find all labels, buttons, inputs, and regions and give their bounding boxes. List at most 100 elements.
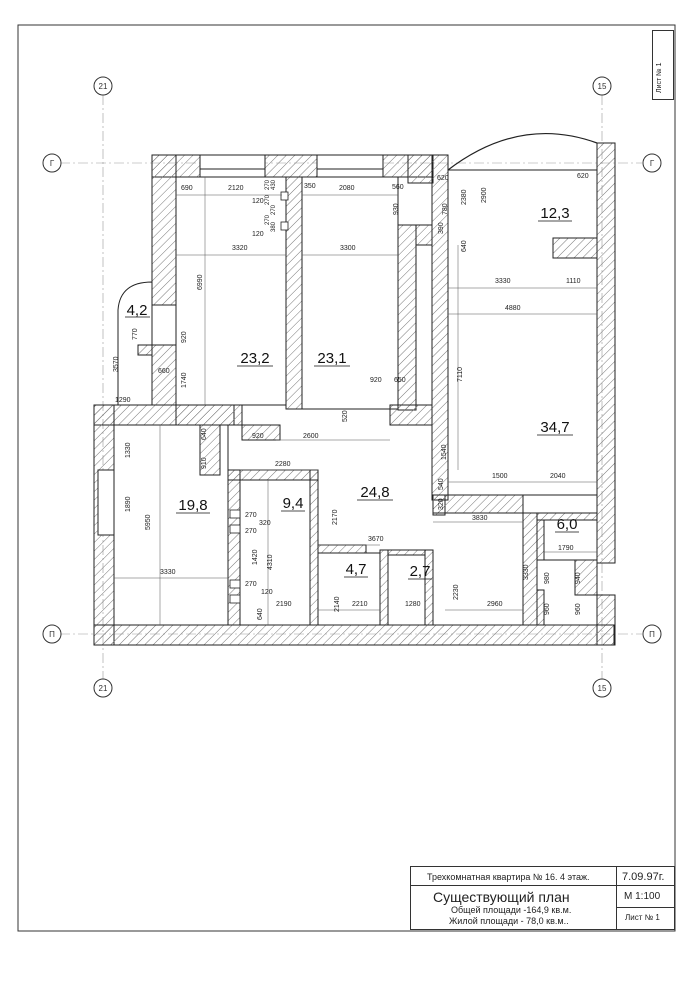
dim: 960 <box>544 603 551 615</box>
dim: 320 <box>438 498 445 510</box>
dim: 320 <box>259 520 271 527</box>
room-area-label: 23,2 <box>240 350 269 367</box>
dim: 3330 <box>160 569 176 576</box>
balcony-outline <box>117 281 153 405</box>
axis-label: Г <box>50 159 55 168</box>
dim: 1740 <box>181 372 188 388</box>
axis-label: П <box>649 630 655 639</box>
dim: 1500 <box>492 473 508 480</box>
dim: 2140 <box>334 596 341 612</box>
dim: 620 <box>437 175 449 182</box>
dim: 640 <box>201 428 208 440</box>
room-area-label: 6,0 <box>557 516 578 533</box>
dim: 1540 <box>441 444 448 460</box>
dim: 2380 <box>461 189 468 205</box>
dim: 1280 <box>405 601 421 608</box>
dim: 1790 <box>558 545 574 552</box>
room-area-label: 34,7 <box>540 419 569 436</box>
dim: 4880 <box>505 305 521 312</box>
dim: 1330 <box>125 442 132 458</box>
dim: 930 <box>393 203 400 215</box>
room-area-label: 19,8 <box>178 497 207 514</box>
dim: 3320 <box>232 245 248 252</box>
dim: 6990 <box>197 274 204 290</box>
dim: 120 <box>252 198 264 205</box>
dim: 120 <box>261 589 273 596</box>
dim: 270 <box>245 581 257 588</box>
title-block: Трехкомнатная квартира № 16. 4 этаж. 7.0… <box>410 866 675 930</box>
dim: 3570 <box>113 356 120 372</box>
axis-grid <box>60 95 642 680</box>
dim: 3330 <box>523 564 530 580</box>
dim: 270 <box>265 194 271 205</box>
dim: 980 <box>544 572 551 584</box>
sheet-frame <box>17 24 676 932</box>
dim: 520 <box>342 410 349 422</box>
dim: 270 <box>265 214 271 225</box>
axis-label: Г <box>650 159 655 168</box>
dim: 2170 <box>332 509 339 525</box>
dim: 2230 <box>453 584 460 600</box>
dim: 2600 <box>303 433 319 440</box>
axis-marker-bottom-left <box>93 678 113 698</box>
dim: 920 <box>181 331 188 343</box>
dim: 270 <box>265 179 271 190</box>
dim: 380 <box>271 221 277 232</box>
dim: 1890 <box>125 496 132 512</box>
dim: 270 <box>271 204 277 215</box>
living-area: Жилой площади - 78,0 кв.м.. <box>449 916 569 926</box>
dim: 780 <box>442 203 449 215</box>
dim: 560 <box>392 184 404 191</box>
dim: 770 <box>132 328 139 340</box>
axis-marker-left-top <box>42 153 62 173</box>
dimension-lines <box>114 177 597 625</box>
dim: 2280 <box>275 461 291 468</box>
dim: 2080 <box>339 185 355 192</box>
sheet-tag: Лист № 1 <box>652 30 674 100</box>
dim: 660 <box>158 368 170 375</box>
dim: 1420 <box>252 549 259 565</box>
scale: М 1:100 <box>624 891 661 902</box>
drawing-title: Существующий план <box>433 889 570 905</box>
dim: 2190 <box>276 601 292 608</box>
dim: 920 <box>252 433 264 440</box>
dim: 690 <box>181 185 193 192</box>
room-label-underlines <box>125 220 579 580</box>
axis-label: 15 <box>598 684 607 693</box>
room-area-label: 12,3 <box>540 205 569 222</box>
dim: 3330 <box>495 278 511 285</box>
dim: 650 <box>394 377 406 384</box>
dim: 270 <box>245 528 257 535</box>
room-area-label: 9,4 <box>283 495 304 512</box>
room-area-label: 23,1 <box>317 350 346 367</box>
axis-marker-left-bottom <box>42 624 62 644</box>
dim: 620 <box>577 173 589 180</box>
dim: 2960 <box>487 601 503 608</box>
dim: 2040 <box>550 473 566 480</box>
axis-marker-top-right <box>592 76 612 96</box>
room-area-label: 2,7 <box>410 563 431 580</box>
axis-marker-right-bottom <box>642 624 662 644</box>
axis-marker-right-top <box>642 153 662 173</box>
dimension-numbers: 690 2120 350 2080 560 620 2900 620 120 1… <box>113 173 589 620</box>
dim: 940 <box>575 572 582 584</box>
dim: 1110 <box>566 278 581 285</box>
total-area: Общей площади -164,9 кв.м. <box>451 905 572 915</box>
dim: 4310 <box>267 554 274 570</box>
axis-label: 21 <box>99 684 108 693</box>
dim: 3300 <box>340 245 356 252</box>
dim: 1290 <box>115 397 131 404</box>
room-area-label: 4,7 <box>346 561 367 578</box>
sheet-tag-label: Лист № 1 <box>656 62 663 93</box>
sheet-number: Лист № 1 <box>625 913 660 922</box>
dim: 2900 <box>481 187 488 203</box>
windows <box>97 154 384 536</box>
walls <box>93 142 616 646</box>
room-labels: 4,2 23,2 23,1 12,3 34,7 19,8 9,4 24,8 6,… <box>127 205 578 580</box>
dim: 270 <box>245 512 257 519</box>
dim: 120 <box>252 231 264 238</box>
dim: 3670 <box>368 536 384 543</box>
axis-label: 15 <box>598 82 607 91</box>
dim: 350 <box>304 183 316 190</box>
